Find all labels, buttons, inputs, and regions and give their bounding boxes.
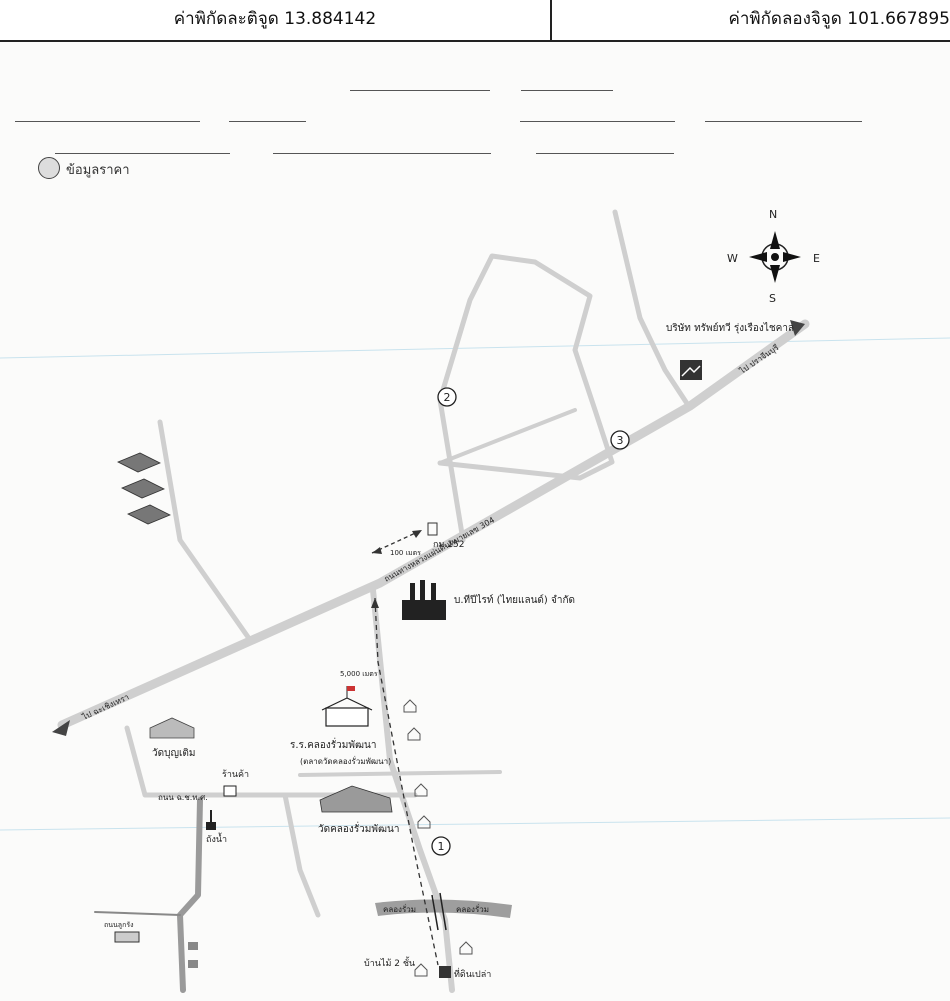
legend-price-marker [38,157,60,179]
legend-label: ข้อมูลราคา [66,163,130,178]
house2-label: บ้านไม้ 2 ชั้น [364,956,415,969]
scan-line [0,817,950,831]
company-icon [680,360,702,380]
bottom-left-label: ถนนลูกรัง [104,921,134,929]
latitude-label: ค่าพิกัดละติจูด 13.884142 [0,0,552,40]
blank-line [55,153,230,154]
small-house-icons [188,942,198,968]
lower-left-branch [94,911,181,916]
parcel-divider [438,408,577,465]
blank-line [520,121,675,122]
canal-left-label: คลองรั่วม [383,903,416,914]
compass-w: W [727,252,738,265]
svg-text:1: 1 [438,840,445,853]
shop-label: ร้านค้า [222,769,249,780]
longitude-label: ค่าพิกัดลองจิจูด 101.667895 [728,9,950,29]
temple-main-label: วัดคลองรั่วมพัฒนา [318,821,399,835]
small-sign-icon [114,931,140,943]
warehouse-icons [117,452,171,525]
south-road [370,587,455,993]
school-label: ร.ร.คลองรั่วมพัฒนา [290,737,376,751]
parcel-boundary [437,253,615,543]
compass-n: N [769,208,777,221]
house-icons [403,699,473,977]
temple-main-icon [319,785,393,813]
blank-line [229,121,306,122]
blank-line [536,153,674,154]
marker-2: 2 [437,387,457,407]
school-icon [321,686,373,727]
school-sub-label: (ตลาดวัดคลองรั่วมพัฒนา) [300,755,391,766]
lower-left-road [177,797,203,993]
shop-icon [223,785,237,797]
blank-line [705,121,862,122]
svg-text:2: 2 [444,391,451,404]
scan-line [0,337,950,359]
water-tower-icon [206,810,216,830]
tower-label: ถังน้ำ [206,832,227,845]
arrow-right-icon [790,320,805,336]
compass-s: S [769,292,776,305]
subject-land-icon [439,966,451,978]
compass-icon [749,231,801,283]
compass-e: E [813,252,820,265]
local-road-label: ถนน ฉ.ช.ท.ศ. [158,793,208,802]
subject-label: ที่ดินเปล่า [454,967,491,980]
blank-line [350,90,490,91]
distance-100-label: 100 เมตร [390,549,421,557]
factory-icon [402,580,446,620]
km-marker-icon [427,522,438,536]
blank-line [521,90,613,91]
left-road [157,419,251,640]
blank-line [15,121,200,122]
canal-right-label: คลองรั่วม [456,903,489,914]
blank-line [273,153,491,154]
top-side-road [612,209,691,408]
coordinates-header: ค่าพิกัดละติจูด 13.884142 ค่าพิกัดลองจิจ… [0,0,950,42]
temple-boon-icon [149,717,195,739]
marker-1: 1 [431,836,451,856]
bridge-icon [439,892,447,931]
temple-road [282,792,321,918]
factory-label: บ.ทีปีไรท์ (ไทยแลนด์) จำกัด [454,594,575,606]
local-road [124,725,418,798]
distance-5000-label: 5,000 เมตร [340,670,378,678]
to-left-label: ไป ฉะเชิงเทรา [80,692,130,722]
marker-3: 3 [610,430,630,450]
canal [375,899,512,918]
company-top-label: บริษัท ทรัพย์ทวี รุ่งเรืองไชคาล [666,322,794,334]
cross-road [298,770,502,777]
to-right-label: ไป ปราจีนบุรี [737,343,781,377]
temple-boon-label: วัดบุญเติม [152,748,195,759]
arrow-left-icon [52,720,70,736]
main-highway [57,319,810,730]
svg-text:3: 3 [617,434,624,447]
km-label: กม.152 [433,540,464,550]
